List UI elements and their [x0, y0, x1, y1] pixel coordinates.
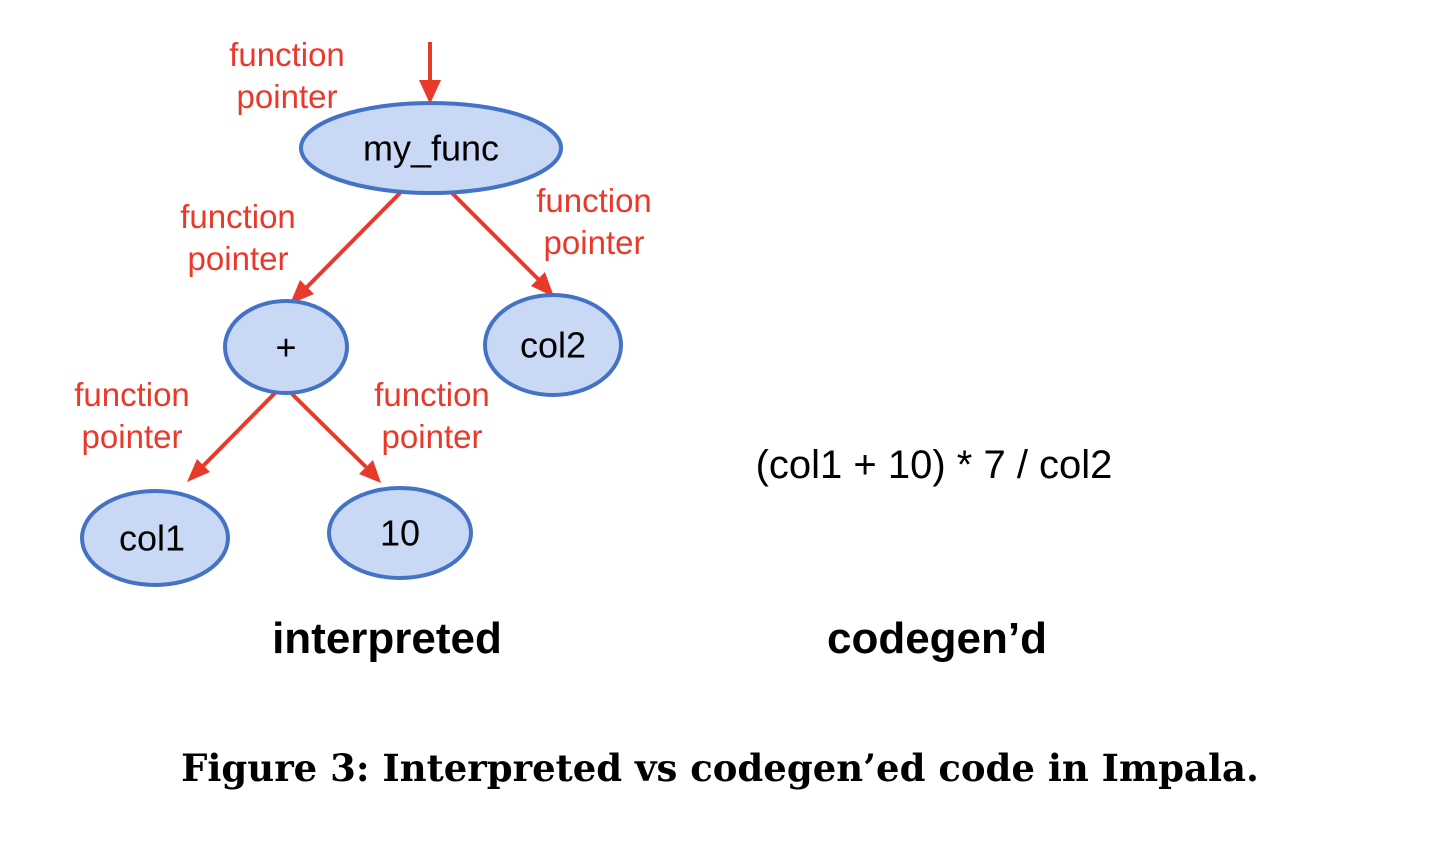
pointer-arrow-plus-to-col1: [187, 390, 278, 482]
pointer-arrow-my-func-to-col2: [450, 191, 554, 297]
codegen-expression: (col1 + 10) * 7 / col2: [756, 443, 1113, 487]
node-ten: 10: [327, 486, 473, 580]
node-col1: col1: [80, 489, 230, 587]
pointer-label-line1: function: [74, 376, 190, 413]
codegen-label: codegen’d: [827, 614, 1047, 663]
node-ten-label: 10: [380, 513, 420, 554]
node-plus: +: [223, 299, 349, 395]
pointer-label-line2: pointer: [544, 224, 645, 261]
pointer-label-line1: function: [180, 198, 296, 235]
entry-pointer-arrow: [419, 42, 441, 104]
interpreted-vs-codegen-diagram: function pointer function pointer functi…: [74, 36, 1113, 663]
node-col1-label: col1: [119, 518, 185, 559]
node-col2-label: col2: [520, 325, 586, 366]
entry-pointer-label-line2: pointer: [237, 78, 338, 115]
pointer-label-line2: pointer: [188, 240, 289, 277]
pointer-label-line2: pointer: [82, 418, 183, 455]
node-my-func: my_func: [299, 101, 563, 195]
pointer-label-line2: pointer: [382, 418, 483, 455]
entry-pointer-label-line1: function: [229, 36, 345, 73]
pointer-label-line1: function: [536, 182, 652, 219]
pointer-arrow-plus-to-ten: [288, 390, 381, 483]
node-my-func-label: my_func: [363, 128, 499, 169]
pointer-arrow-my-func-to-plus: [290, 191, 402, 304]
figure-caption: Figure 3: Interpreted vs codegen’ed code…: [181, 746, 1259, 790]
node-plus-label: +: [275, 327, 296, 368]
node-col2: col2: [483, 293, 623, 397]
interpreted-label: interpreted: [272, 614, 502, 663]
pointer-label-line1: function: [374, 376, 490, 413]
